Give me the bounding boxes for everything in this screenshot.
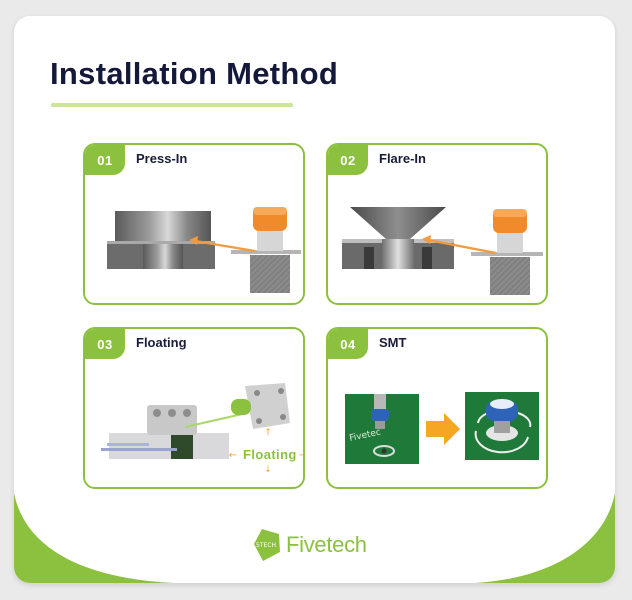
infographic-panel: Installation Method 01 Press-In (14, 16, 615, 583)
method-title: Flare-In (379, 151, 426, 166)
svg-text:↓: ↓ (264, 465, 272, 475)
method-number-badge: 02 (328, 145, 368, 175)
decorative-swoosh-left (14, 493, 174, 583)
svg-text:→: → (299, 450, 305, 461)
fivetech-logo: 5TECH Fivetech (252, 528, 367, 562)
method-card-floating: 03 Floating ↑ ↓ ← → Floating (83, 327, 305, 489)
method-title: Floating (136, 335, 187, 350)
method-number-badge: 01 (85, 145, 125, 175)
page-title: Installation Method (50, 56, 339, 91)
method-card-press-in: 01 Press-In (83, 143, 305, 305)
title-underline (51, 103, 293, 107)
method-title: Press-In (136, 151, 188, 166)
fivetech-pentagon-icon: 5TECH (254, 529, 280, 561)
brand-name: Fivetech (286, 532, 367, 557)
flare-in-illustration (342, 207, 543, 295)
floating-illustration: ↑ ↓ ← → (101, 383, 305, 475)
method-number-badge: 04 (328, 329, 368, 359)
svg-text:←: ← (229, 450, 237, 461)
svg-text:5TECH: 5TECH (256, 542, 276, 549)
method-number-badge: 03 (85, 329, 125, 359)
method-card-flare-in: 02 Flare-In (326, 143, 548, 305)
press-in-illustration (107, 207, 301, 293)
svg-text:↑: ↑ (264, 428, 272, 438)
smt-illustration: Fivetec (345, 392, 539, 464)
method-title: SMT (379, 335, 407, 350)
floating-annotation: Floating (243, 447, 297, 462)
decorative-swoosh-right (475, 493, 615, 583)
method-card-smt: 04 SMT Fivetec (326, 327, 548, 489)
